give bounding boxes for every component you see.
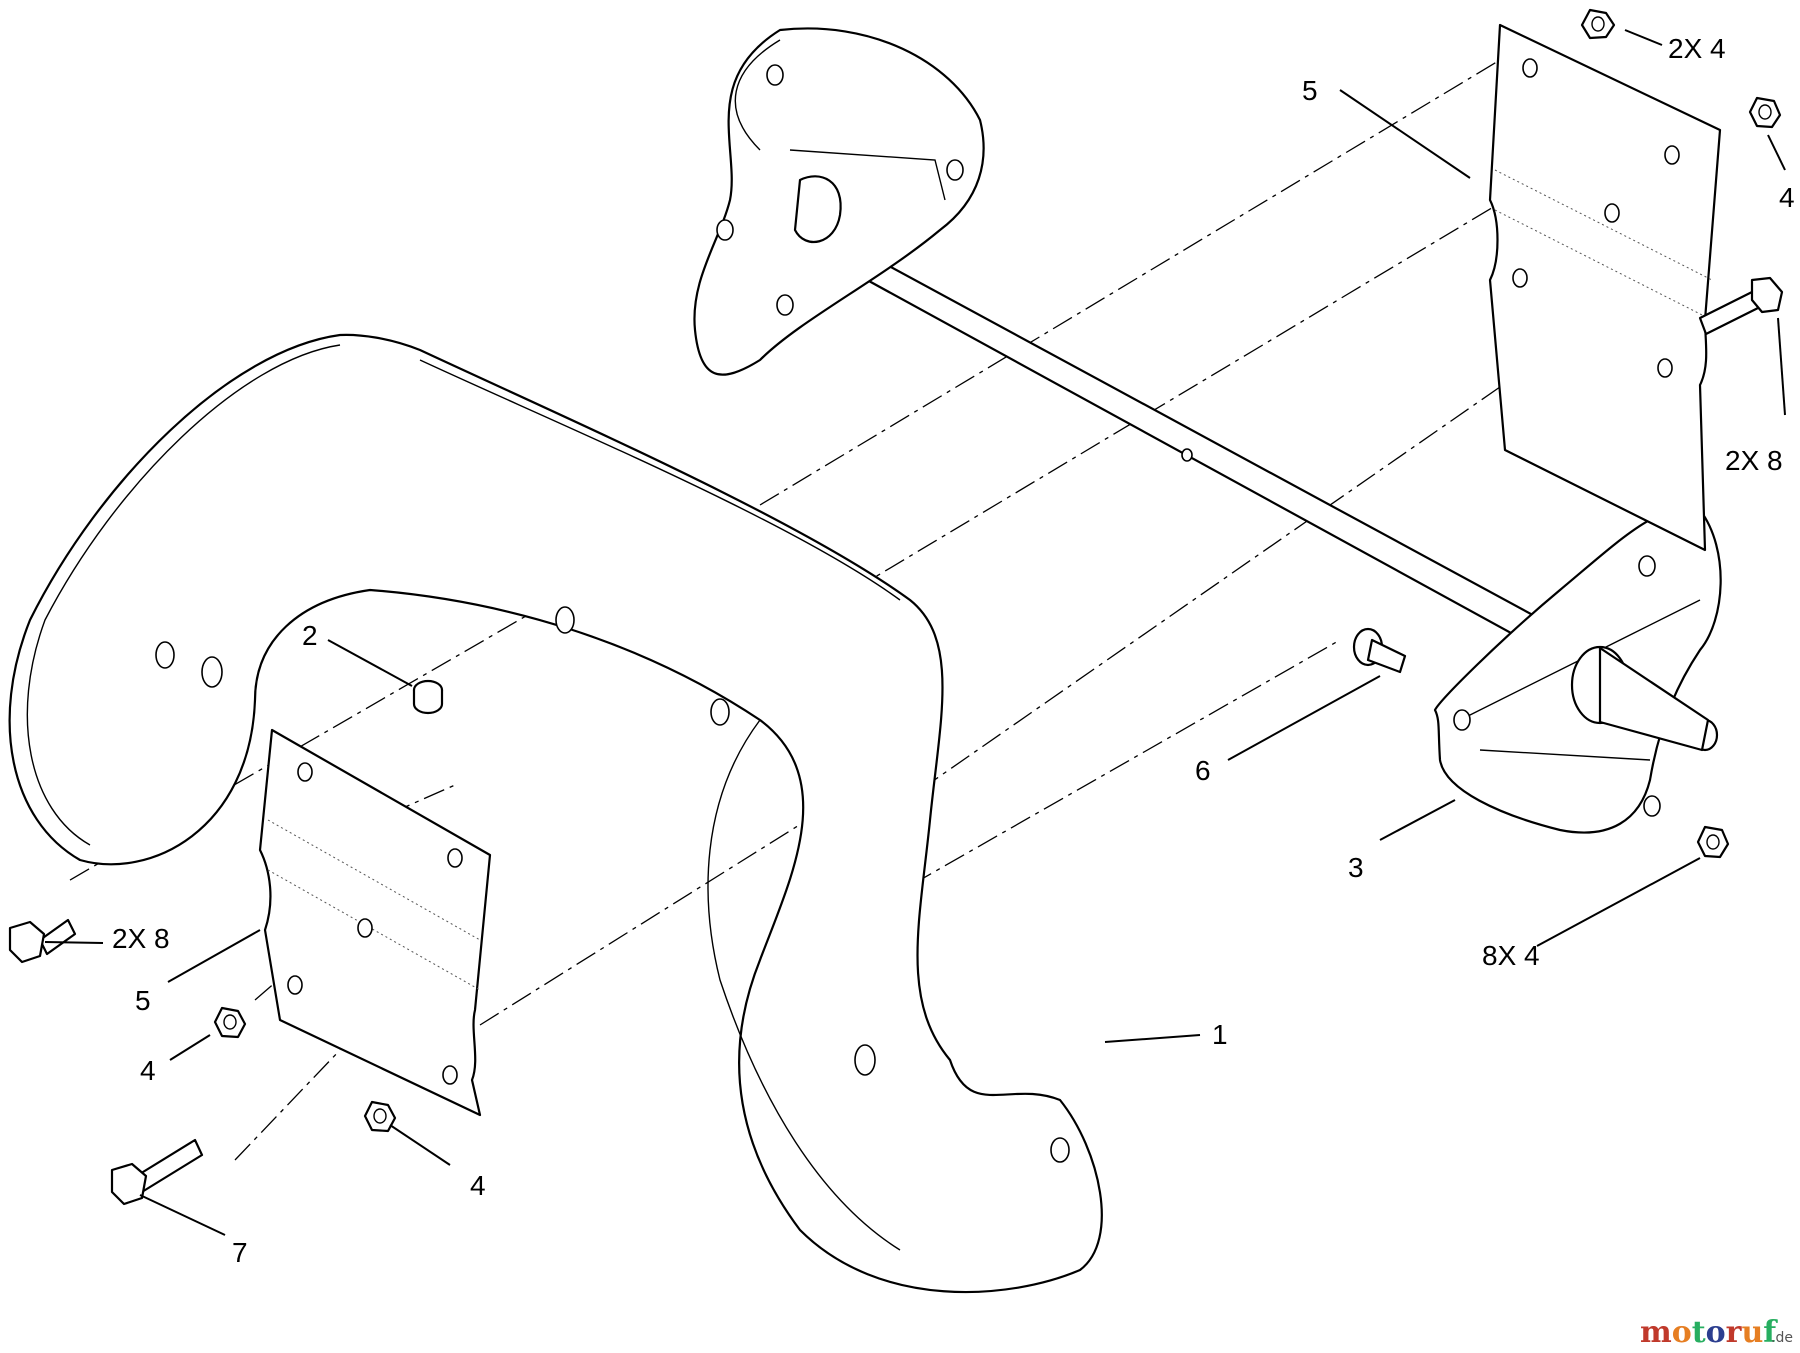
callout-5-top: 5 — [1302, 75, 1318, 106]
scraper-plate-lower — [258, 728, 492, 1117]
watermark-letter: m — [1640, 1315, 1672, 1350]
hardware — [8, 8, 1784, 1206]
paddle-lower-right — [1433, 507, 1722, 834]
shoulder-bolt — [1352, 627, 1407, 674]
paddle-hole — [1453, 709, 1471, 731]
callout-1: 1 — [1212, 1019, 1228, 1050]
paddle-upper-left — [693, 27, 985, 376]
plate-hole — [447, 848, 463, 868]
callout-3: 3 — [1348, 852, 1364, 883]
paddle-hole — [766, 64, 784, 86]
callout-labels: 2X 4 4 2X 8 5 2 6 3 8X 4 2X 8 5 4 4 7 1 — [112, 33, 1795, 1268]
watermark-letter: f — [1763, 1315, 1778, 1350]
flighting-hole — [1050, 1137, 1070, 1163]
plate-hole — [442, 1065, 458, 1085]
watermark-letter: r — [1726, 1315, 1743, 1350]
paddle-hole — [946, 159, 964, 181]
bolt — [8, 918, 77, 964]
nut — [1748, 96, 1782, 129]
callout-2: 2 — [302, 620, 318, 651]
spacer — [412, 679, 444, 715]
nut — [213, 1006, 247, 1039]
nut — [1580, 8, 1616, 40]
callout-4-right: 4 — [1779, 182, 1795, 213]
paddle-hole — [776, 294, 794, 316]
callout-5-left: 5 — [135, 985, 151, 1016]
scraper-plate-upper — [1488, 23, 1722, 552]
watermark-letter: t — [1692, 1315, 1706, 1350]
callout-2x4-top: 2X 4 — [1668, 33, 1726, 64]
plate-hole — [357, 918, 373, 938]
plate-hole — [1604, 203, 1620, 223]
plate-hole — [287, 975, 303, 995]
shaft-hole — [1181, 448, 1193, 462]
watermark-letter: o — [1672, 1315, 1692, 1350]
flighting-hole — [854, 1044, 876, 1076]
watermark-letter: o — [1706, 1315, 1726, 1350]
plate-hole — [1664, 145, 1680, 165]
callout-6: 6 — [1195, 755, 1211, 786]
flighting-hole — [710, 698, 730, 726]
plate-hole — [297, 762, 313, 782]
callout-4-left: 4 — [140, 1055, 156, 1086]
callout-7: 7 — [232, 1237, 248, 1268]
plate-hole — [1522, 58, 1538, 78]
paddle-hole — [1638, 555, 1656, 577]
bolt — [1698, 276, 1784, 336]
auger-flighting — [8, 333, 1103, 1294]
nut — [363, 1100, 397, 1133]
bolt-long — [110, 1138, 204, 1206]
watermark-logo: motoruf .de — [1640, 1315, 1793, 1350]
leader-lines — [44, 29, 1786, 1236]
callout-4-bottom: 4 — [470, 1170, 486, 1201]
svg-text:motoruf: motoruf — [1640, 1315, 1778, 1350]
callout-2x8-left: 2X 8 — [112, 923, 170, 954]
paddle-hole — [1643, 795, 1661, 817]
plate-hole — [1512, 268, 1528, 288]
callout-2x8-right: 2X 8 — [1725, 445, 1783, 476]
paddle-hole — [716, 219, 734, 241]
flighting-hole — [155, 641, 175, 669]
nut — [1696, 825, 1730, 859]
plate-hole — [1657, 358, 1673, 378]
flighting-hole — [201, 656, 223, 688]
watermark-letter: u — [1741, 1315, 1763, 1350]
watermark-suffix: .de — [1771, 1330, 1793, 1346]
flighting-hole — [555, 606, 575, 634]
callout-8x4: 8X 4 — [1482, 940, 1540, 971]
